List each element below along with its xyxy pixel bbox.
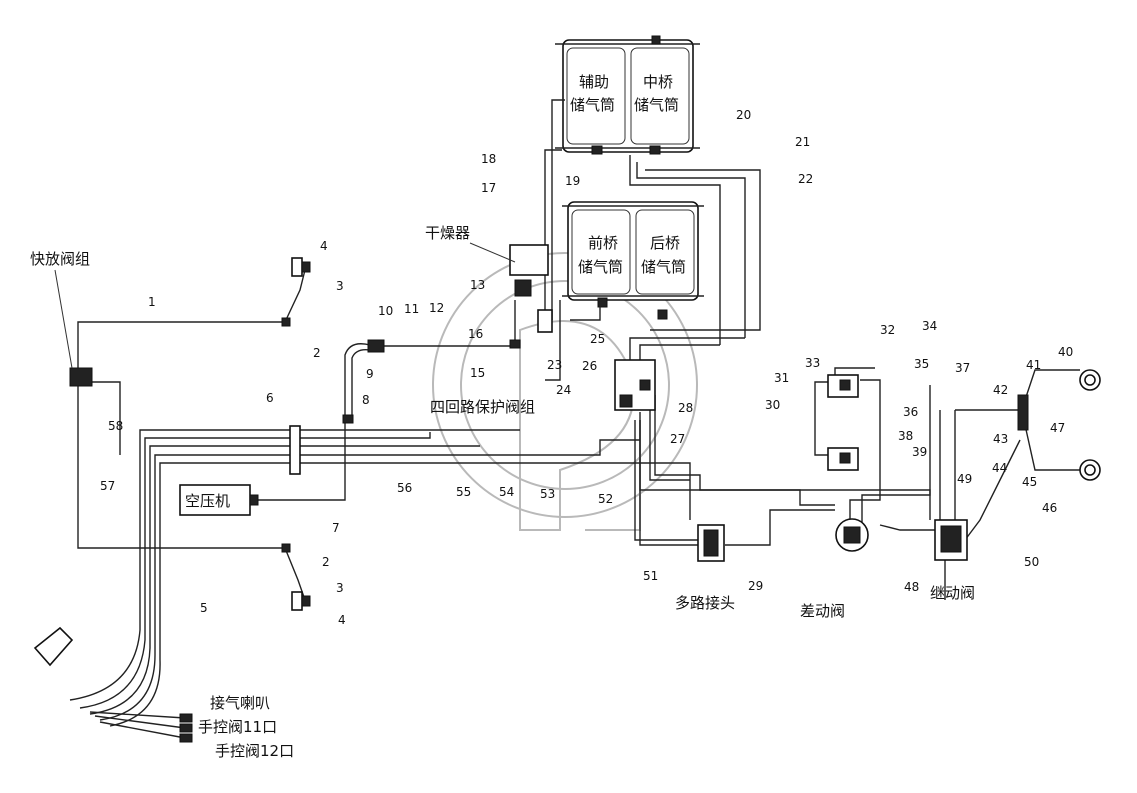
num-19: 19 bbox=[565, 174, 580, 188]
num-44: 44 bbox=[992, 461, 1007, 475]
num-48: 48 bbox=[904, 580, 919, 594]
num-22: 22 bbox=[798, 172, 813, 186]
num-5: 5 bbox=[200, 601, 208, 615]
relay-valve-label: 继动阀 bbox=[930, 584, 975, 602]
hand-valve-11-label: 手控阀11口 bbox=[198, 718, 277, 736]
num-1: 1 bbox=[148, 295, 156, 309]
num-12: 12 bbox=[429, 301, 444, 315]
num-55: 55 bbox=[456, 485, 471, 499]
dryer-label: 干燥器 bbox=[425, 224, 470, 242]
mid-tank-label-1: 中桥 bbox=[643, 73, 673, 91]
part-numbers: 1 2 3 4 5 6 7 8 9 10 11 12 13 15 16 17 1… bbox=[100, 108, 1073, 627]
compressor-label: 空压机 bbox=[185, 492, 230, 510]
num-24: 24 bbox=[556, 383, 571, 397]
aux-tank-label-1: 辅助 bbox=[579, 73, 609, 91]
num-58: 58 bbox=[108, 419, 123, 433]
front-tank-label-1: 前桥 bbox=[588, 234, 618, 252]
num-4-lower: 4 bbox=[338, 613, 346, 627]
diff-valve-label: 差动阀 bbox=[800, 602, 845, 620]
num-18: 18 bbox=[481, 152, 496, 166]
rear-tank-label-2: 储气筒 bbox=[641, 258, 686, 276]
num-27: 27 bbox=[670, 432, 685, 446]
text-labels: 快放阀组 干燥器 四回路保护阀组 多路接头 差动阀 继动阀 接气喇叭 手控阀11… bbox=[30, 224, 975, 760]
multi-joint-label: 多路接头 bbox=[675, 594, 735, 612]
rear-tank-label-1: 后桥 bbox=[650, 234, 680, 252]
num-34: 34 bbox=[922, 319, 937, 333]
num-4: 4 bbox=[320, 239, 328, 253]
num-6: 6 bbox=[266, 391, 274, 405]
num-28: 28 bbox=[678, 401, 693, 415]
components: 空压机 bbox=[33, 244, 1101, 743]
num-7: 7 bbox=[332, 521, 340, 535]
num-15: 15 bbox=[470, 366, 485, 380]
num-13: 13 bbox=[470, 278, 485, 292]
num-47: 47 bbox=[1050, 421, 1065, 435]
num-51: 51 bbox=[643, 569, 658, 583]
pipe-network bbox=[69, 99, 1080, 739]
num-37: 37 bbox=[955, 361, 970, 375]
num-31: 31 bbox=[774, 371, 789, 385]
num-50: 50 bbox=[1024, 555, 1039, 569]
mid-tank-label-2: 储气筒 bbox=[634, 96, 679, 114]
num-41: 41 bbox=[1026, 358, 1041, 372]
num-23: 23 bbox=[547, 358, 562, 372]
num-52: 52 bbox=[598, 492, 613, 506]
num-39: 39 bbox=[912, 445, 927, 459]
num-9: 9 bbox=[366, 367, 374, 381]
four-circuit-valve-label: 四回路保护阀组 bbox=[430, 398, 535, 416]
num-33: 33 bbox=[805, 356, 820, 370]
num-3: 3 bbox=[336, 279, 344, 293]
num-57: 57 bbox=[100, 479, 115, 493]
num-38: 38 bbox=[898, 429, 913, 443]
num-21: 21 bbox=[795, 135, 810, 149]
aux-tank-label-2: 储气筒 bbox=[570, 96, 615, 114]
num-56: 56 bbox=[397, 481, 412, 495]
num-32: 32 bbox=[880, 323, 895, 337]
num-16: 16 bbox=[468, 327, 483, 341]
num-8: 8 bbox=[362, 393, 370, 407]
num-54: 54 bbox=[499, 485, 514, 499]
hand-valve-12-label: 手控阀12口 bbox=[215, 742, 294, 760]
num-45: 45 bbox=[1022, 475, 1037, 489]
release-valve-label: 快放阀组 bbox=[30, 250, 90, 268]
num-49: 49 bbox=[957, 472, 972, 486]
num-2-lower: 2 bbox=[322, 555, 330, 569]
num-3-lower: 3 bbox=[336, 581, 344, 595]
num-30: 30 bbox=[765, 398, 780, 412]
num-46: 46 bbox=[1042, 501, 1057, 515]
num-36: 36 bbox=[903, 405, 918, 419]
num-2: 2 bbox=[313, 346, 321, 360]
num-11: 11 bbox=[404, 302, 419, 316]
num-29: 29 bbox=[748, 579, 763, 593]
num-40: 40 bbox=[1058, 345, 1073, 359]
num-35: 35 bbox=[914, 357, 929, 371]
horn-label: 接气喇叭 bbox=[210, 694, 270, 712]
num-43: 43 bbox=[993, 432, 1008, 446]
num-53: 53 bbox=[540, 487, 555, 501]
num-17: 17 bbox=[481, 181, 496, 195]
middle-tank-assembly: 前桥 储气筒 后桥 储气筒 bbox=[562, 201, 704, 320]
num-10: 10 bbox=[378, 304, 393, 318]
top-tank-assembly: 辅助 储气筒 中桥 储气筒 bbox=[555, 35, 700, 155]
num-26: 26 bbox=[582, 359, 597, 373]
num-42: 42 bbox=[993, 383, 1008, 397]
front-tank-label-2: 储气筒 bbox=[578, 258, 623, 276]
num-25: 25 bbox=[590, 332, 605, 346]
num-20: 20 bbox=[736, 108, 751, 122]
